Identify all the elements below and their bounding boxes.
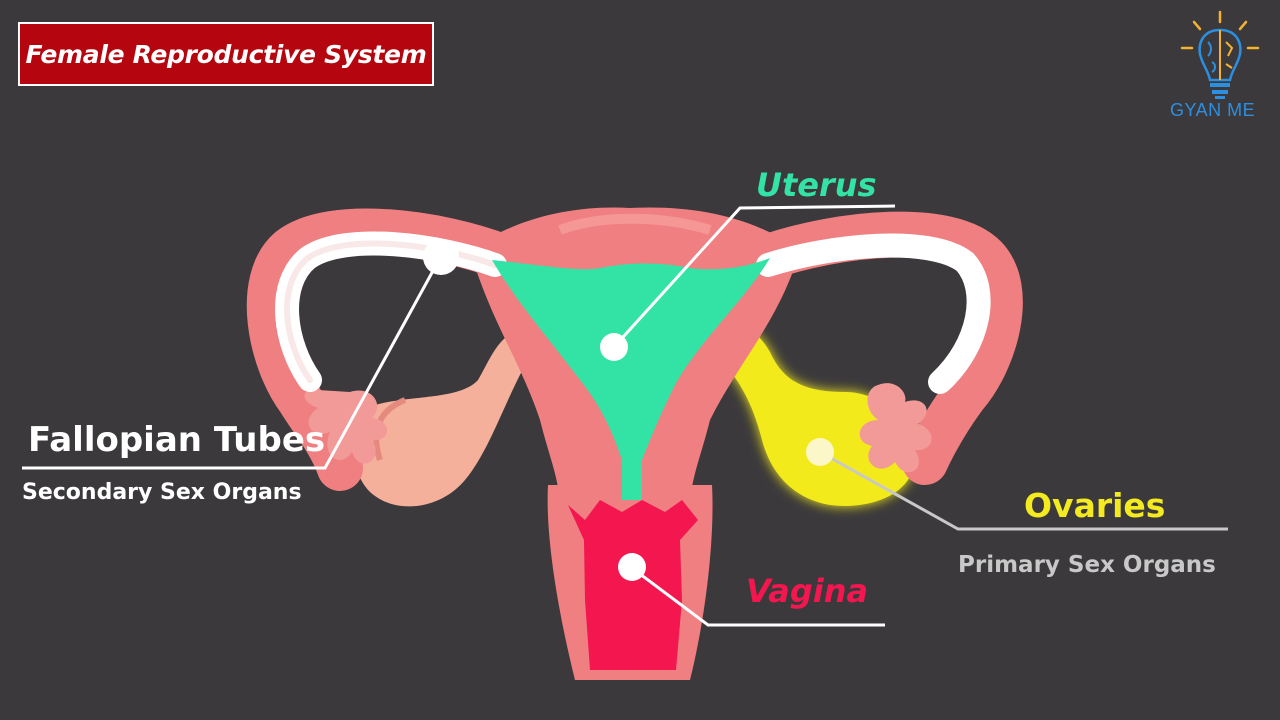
ovaries-marker xyxy=(806,438,834,466)
right-tube-inner xyxy=(756,233,991,394)
secondary-sex-organs-label: Secondary Sex Organs xyxy=(22,480,302,505)
brain-lightbulb-icon xyxy=(1180,10,1260,99)
ovaries-label: Ovaries xyxy=(1024,486,1166,525)
page-title: Female Reproductive System xyxy=(25,39,427,69)
right-ovary xyxy=(705,320,915,506)
vagina-label: Vagina xyxy=(746,572,869,610)
left-ovary xyxy=(352,330,528,507)
fallopian-leader xyxy=(22,257,442,470)
uterus-leader xyxy=(612,204,896,349)
left-tube-inner xyxy=(275,231,507,392)
left-fimbriae xyxy=(304,389,387,464)
fallopian-tubes-label: Fallopian Tubes xyxy=(28,420,326,460)
title-banner: Female Reproductive System xyxy=(18,22,434,86)
vagina-shape xyxy=(568,500,698,670)
fallopian-marker xyxy=(423,239,459,275)
ovaries-leader xyxy=(819,450,1228,531)
primary-sex-organs-label: Primary Sex Organs xyxy=(958,552,1216,578)
right-fimbriae xyxy=(859,383,932,473)
uterus-label: Uterus xyxy=(756,166,877,204)
logo-text: GYAN ME xyxy=(1170,100,1256,120)
vagina-marker xyxy=(618,553,646,581)
uterus-marker xyxy=(600,333,628,361)
vagina-leader xyxy=(631,566,885,627)
uterus-cavity xyxy=(492,258,770,500)
